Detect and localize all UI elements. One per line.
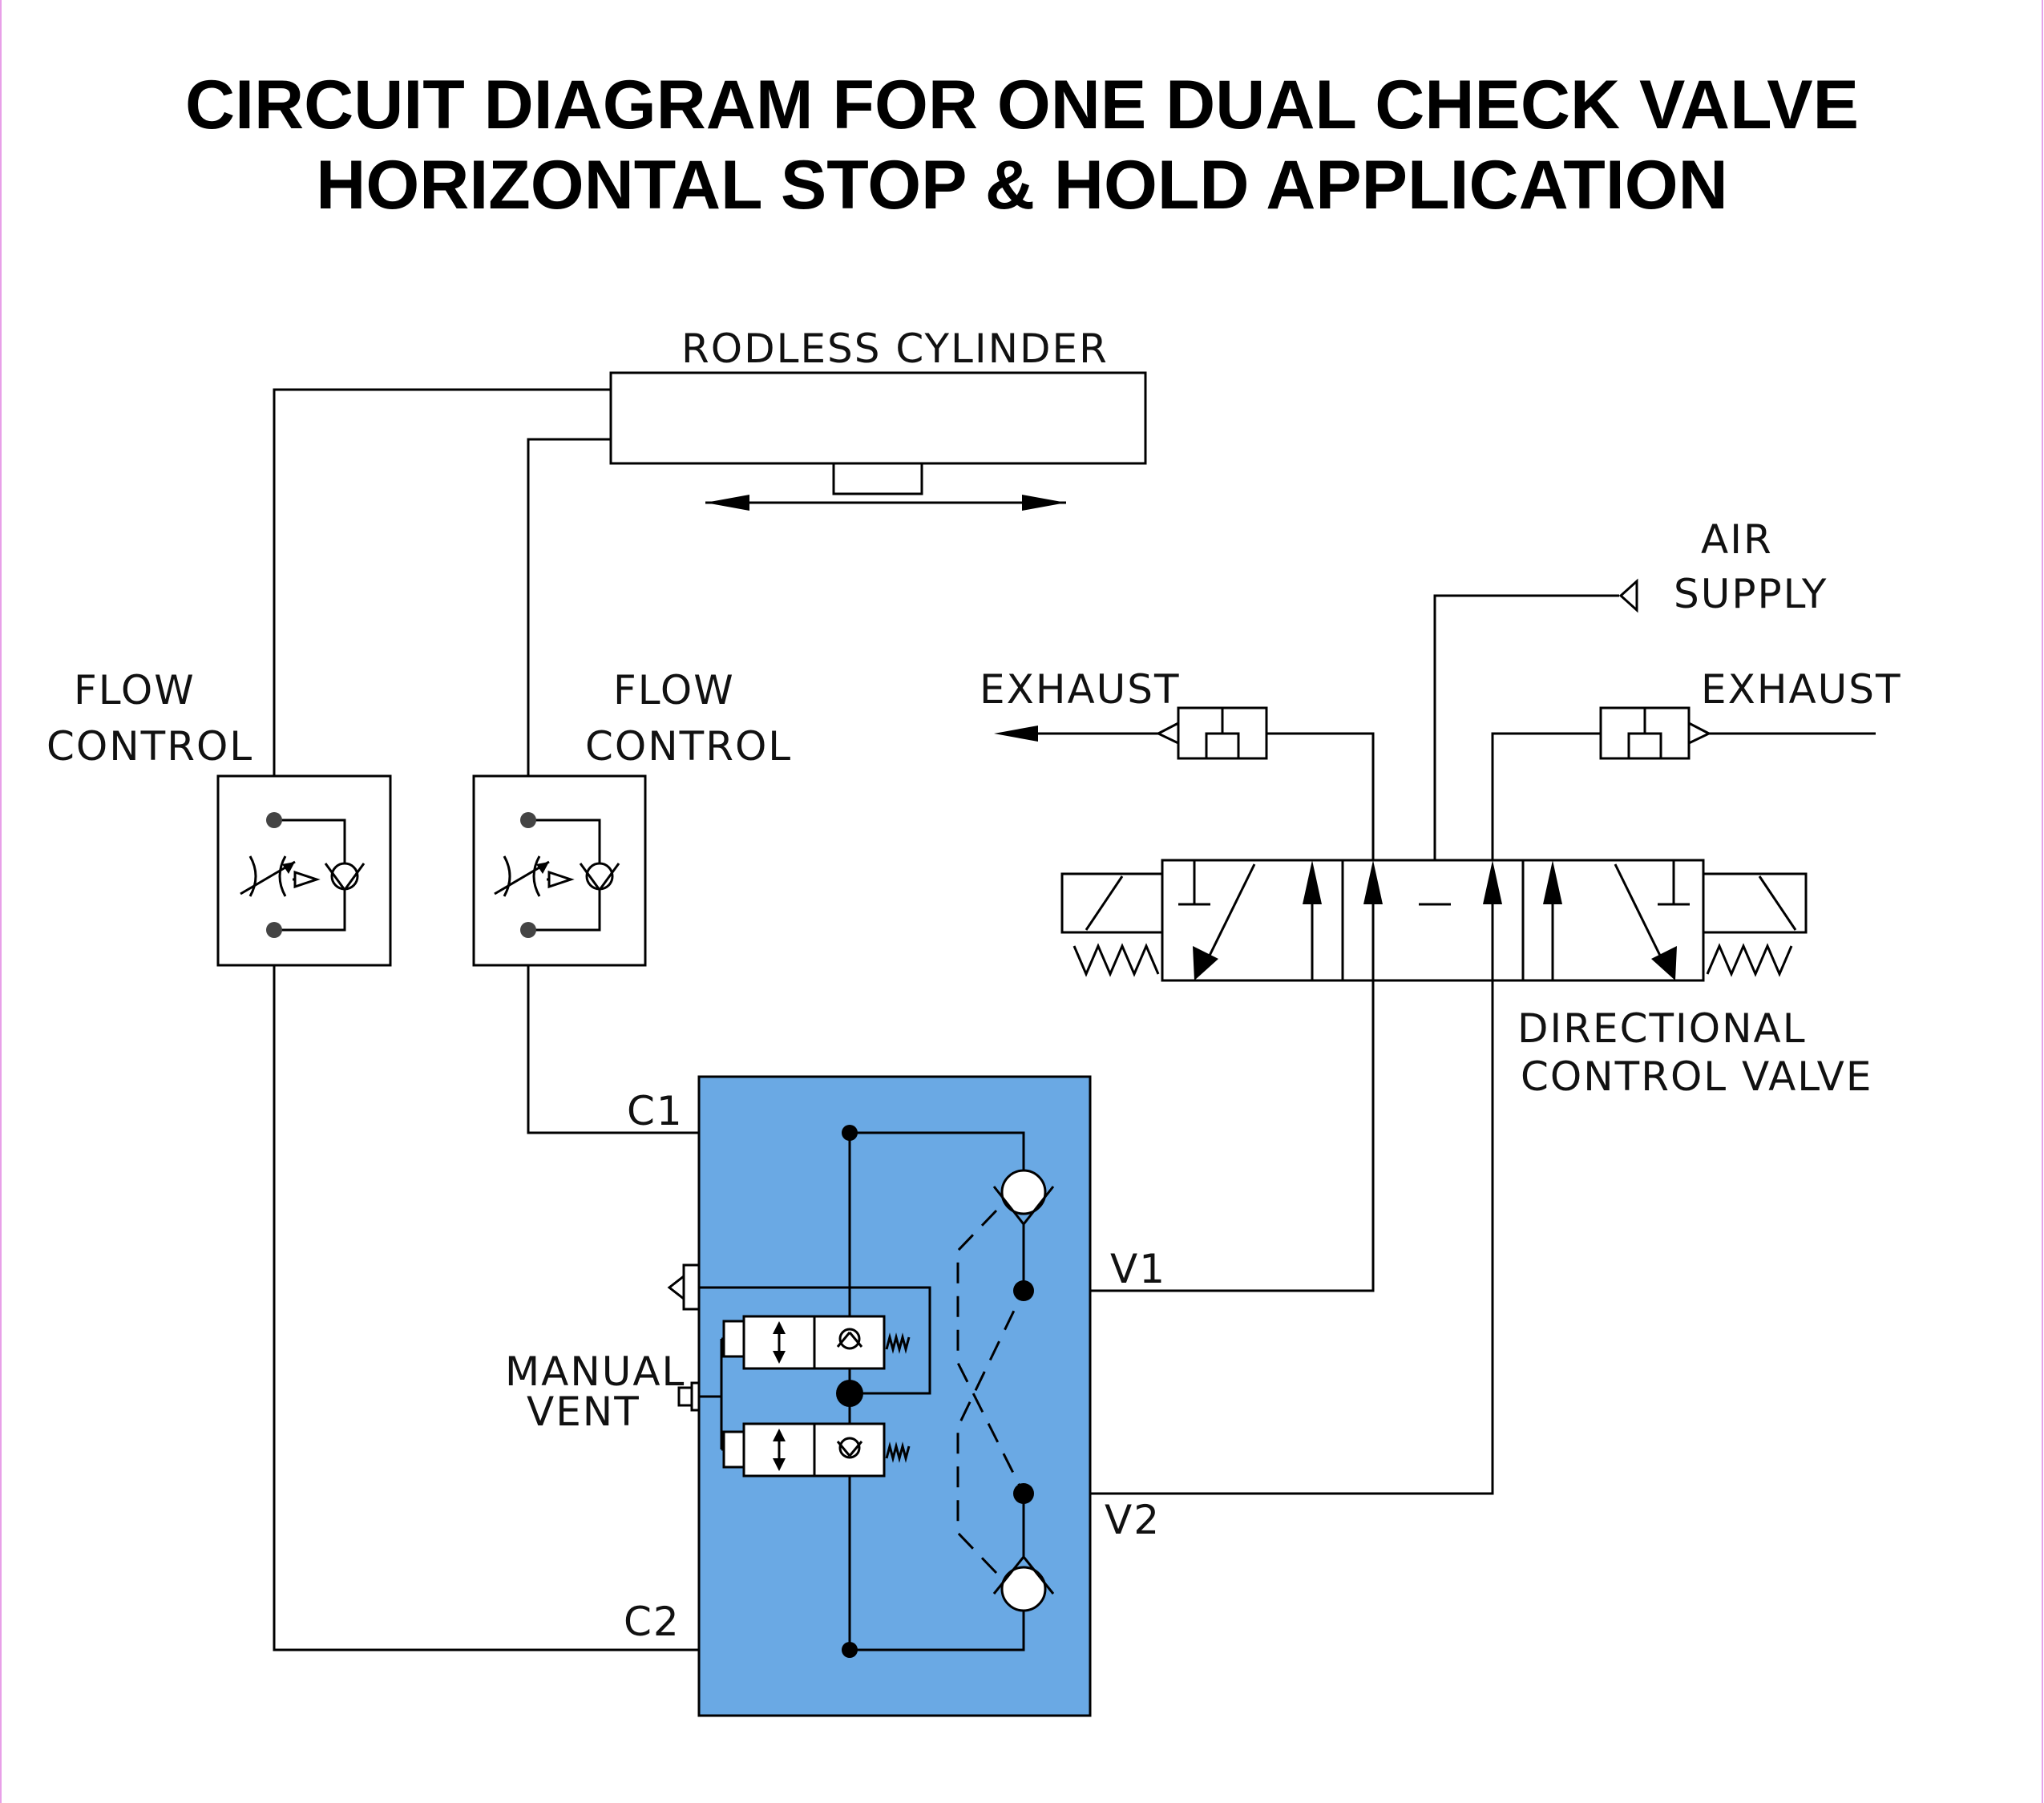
flow-control-2-label-line2: CONTROL: [585, 723, 792, 770]
line-air-supply: [1433, 594, 1619, 891]
title-line-2: HORIZONTAL STOP & HOLD APPLICATION: [316, 147, 1727, 224]
flow-control-1: [216, 774, 392, 967]
port-c1-label: C1: [627, 1088, 684, 1134]
flow-control-2-label-line1: FLOW: [613, 667, 735, 714]
exhaust-silencer-right: [1599, 706, 1876, 760]
port-v1-label: V1: [1110, 1246, 1166, 1292]
exhaust-left-label: EXHAUST: [980, 666, 1181, 713]
manual-label: MANUAL: [505, 1348, 685, 1395]
title-line-1: CIRCUIT DIAGRAM FOR ONE DUAL CHECK VALVE: [185, 67, 1859, 144]
supply-label: SUPPLY: [1674, 571, 1828, 617]
flow-control-1-label-line1: FLOW: [74, 667, 196, 714]
flow-control-1-label-line2: CONTROL: [46, 723, 253, 770]
air-supply-port-symbol: [1618, 578, 1638, 613]
air-label: AIR: [1701, 516, 1773, 563]
vent-label: VENT: [527, 1389, 640, 1435]
rodless-cylinder: [609, 371, 1147, 511]
manifold-internal-circuit: [667, 1125, 1055, 1658]
flow-control-2: [472, 774, 647, 967]
directional-valve-label-line1: DIRECTIONAL: [1517, 1005, 1807, 1052]
exhaust-silencer-left: [994, 706, 1268, 760]
directional-control-valve: [1060, 859, 1808, 982]
exhaust-right-label: EXHAUST: [1701, 666, 1902, 713]
port-v2-label: V2: [1105, 1497, 1161, 1543]
line-cylinder-left-port: [273, 388, 850, 1651]
port-c2-label: C2: [624, 1599, 681, 1645]
line-exhaust-right: [1024, 732, 1601, 1495]
rodless-cylinder-label: RODLESS CYLINDER: [681, 325, 1109, 372]
line-exhaust-left: [1024, 732, 1375, 1292]
directional-valve-label-line2: CONTROL VALVE: [1521, 1053, 1872, 1100]
